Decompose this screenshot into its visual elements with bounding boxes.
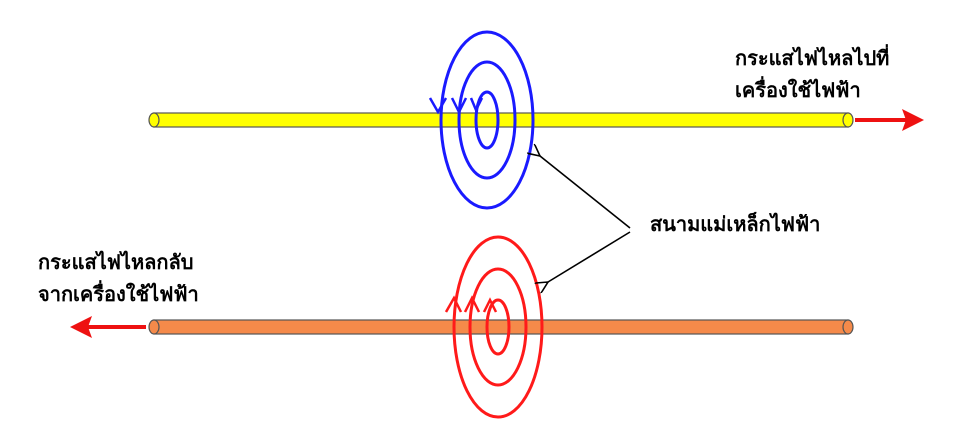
top-field-rings <box>428 30 535 210</box>
top-field-ring-middle <box>457 60 517 180</box>
field-pointer-lines <box>540 156 631 282</box>
current-out-label-line2: เครื่องใช้ไฟฟ้า <box>735 78 861 102</box>
top-field-ring-inner <box>474 90 500 150</box>
current-return-label-line1: กระแสไฟไหลกลับ <box>38 250 194 274</box>
current-return-label: กระแสไฟไหลกลับ จากเครื่องใช้ไฟฟ้า <box>38 246 199 310</box>
bottom-field-direction-arrow <box>444 295 463 313</box>
magnetic-field-label: สนามแม่เหล็กไฟฟ้า <box>650 212 821 236</box>
current-return-label-line2: จากเครื่องใช้ไฟฟ้า <box>38 282 199 306</box>
bottom-field-ring-outer <box>452 235 544 419</box>
top-field-ring-outer <box>439 30 535 210</box>
bottom-field-ring-inner <box>485 298 511 356</box>
bottom-field-ring-middle <box>468 267 528 387</box>
current-out-label: กระแสไฟไหลไปที่ เครื่องใช้ไฟฟ้า <box>735 42 889 106</box>
top-wire <box>148 112 854 128</box>
current-out-arrow <box>855 109 924 131</box>
bottom-field-direction-arrow <box>463 295 481 313</box>
bottom-field-rings <box>444 235 544 419</box>
top-field-direction-arrow <box>450 97 468 115</box>
current-return-arrow <box>70 316 146 338</box>
pointer-to-bottom-field <box>548 231 631 282</box>
bottom-wire <box>148 319 854 335</box>
bottom-field-direction-arrow <box>482 297 498 313</box>
top-field-direction-arrow <box>469 97 484 114</box>
current-out-label-line1: กระแสไฟไหลไปที่ <box>735 46 890 70</box>
top-field-direction-arrow <box>428 97 448 115</box>
pointer-to-top-field <box>540 156 631 229</box>
